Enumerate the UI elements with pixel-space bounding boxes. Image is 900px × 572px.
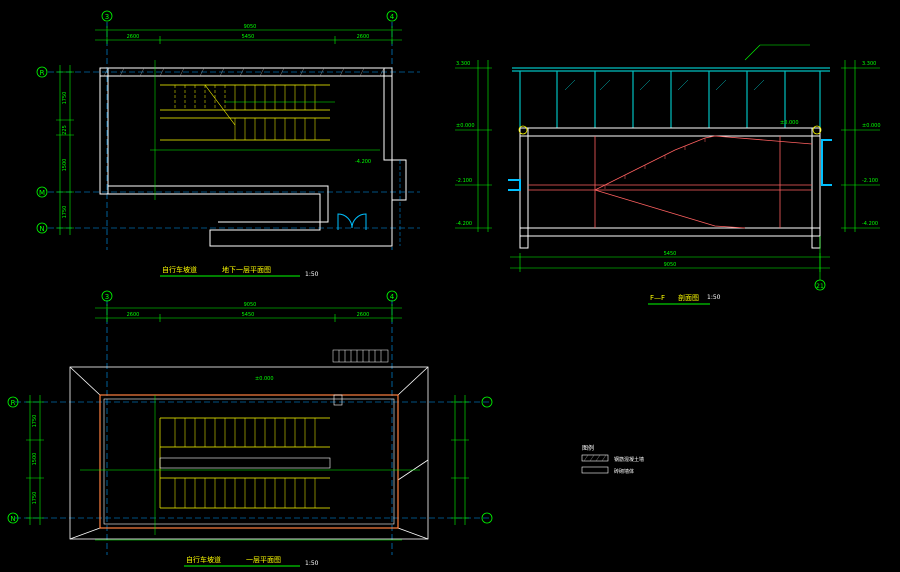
basement-plan-subtitle: 地下一层平面图 bbox=[222, 265, 271, 274]
legend-swatch-concrete bbox=[581, 454, 609, 462]
left-dim-3: 1500 bbox=[62, 159, 68, 172]
left-dim-2: 225 bbox=[62, 125, 68, 135]
ground-grid-label-r: R bbox=[11, 399, 16, 407]
ground-left-dim-2: 1500 bbox=[32, 453, 38, 466]
ground-plan-title: 自行车坡道 bbox=[186, 555, 221, 564]
section-bottom-dim: 5450 bbox=[664, 251, 677, 257]
section-title: F—F bbox=[650, 294, 665, 302]
ground-dim-left: 2600 bbox=[127, 312, 140, 318]
legend-label-concrete: 钢筋混凝土墙 bbox=[614, 456, 644, 463]
section-top-elev-right: 3.300 bbox=[862, 61, 876, 67]
ground-elevation: ±0.000 bbox=[255, 376, 274, 382]
section-mid-elev-right: ±0.000 bbox=[862, 123, 881, 129]
left-dim-4: 1750 bbox=[62, 206, 68, 219]
basement-elevation: -4.200 bbox=[355, 159, 371, 165]
section-low-elev-left: -2.100 bbox=[456, 178, 472, 184]
section-canopy-elev: ±0.000 bbox=[780, 120, 799, 126]
dim-right: 2600 bbox=[357, 34, 370, 40]
basement-plan-scale: 1:50 bbox=[305, 271, 319, 278]
section-base-elev-right: -4.200 bbox=[862, 221, 878, 227]
grid-label-r: R bbox=[40, 69, 45, 77]
legend-swatch-brick bbox=[581, 466, 609, 474]
ground-left-dim-3: 1750 bbox=[32, 492, 38, 505]
ground-grid-label-3: 3 bbox=[105, 293, 109, 301]
section-mid-elev-left: ±0.000 bbox=[456, 123, 475, 129]
section-subtitle: 剖面图 bbox=[678, 293, 699, 302]
ground-plan: 3 4 R N 9050 2600 5450 2600 bbox=[7, 290, 493, 567]
ground-left-dim-1: 1750 bbox=[32, 415, 38, 428]
ground-dim-mid: 5450 bbox=[242, 312, 255, 318]
overall-dimension: 9050 bbox=[244, 24, 257, 30]
ground-plan-scale: 1:50 bbox=[305, 560, 319, 567]
legend-label-brick: 砖砌墙体 bbox=[614, 468, 634, 475]
section-base-elev-left: -4.200 bbox=[456, 221, 472, 227]
grid-label-3: 3 bbox=[105, 13, 109, 21]
ground-plan-subtitle: 一层平面图 bbox=[246, 556, 281, 564]
grid-label-n: N bbox=[39, 225, 44, 233]
dim-mid: 5450 bbox=[242, 34, 255, 40]
section-grid-label: 21 bbox=[816, 283, 824, 290]
ground-dim-right: 2600 bbox=[357, 312, 370, 318]
legend: 图例 钢筋混凝土墙 砖砌墙体 bbox=[581, 444, 644, 475]
section-scale: 1:50 bbox=[707, 294, 721, 301]
ground-grid-label-4: 4 bbox=[390, 293, 395, 301]
grid-label-m: M bbox=[39, 189, 45, 197]
dim-left: 2600 bbox=[127, 34, 140, 40]
section-ff: 3.300 3.300 ±0.000 ±0.000 -2.100 -2.100 … bbox=[455, 44, 881, 305]
basement-plan: 3 4 R M N 9050 2600 5450 2600 1750 22 bbox=[36, 10, 420, 278]
section-overall-dim: 9050 bbox=[664, 262, 677, 268]
left-dim-1: 1750 bbox=[62, 92, 68, 105]
legend-title: 图例 bbox=[582, 444, 594, 452]
ground-overall-dimension: 9050 bbox=[244, 302, 257, 308]
section-top-elev-left: 3.300 bbox=[456, 61, 470, 67]
ground-grid-label-n: N bbox=[10, 515, 15, 523]
basement-plan-title: 自行车坡道 bbox=[162, 265, 197, 274]
grid-label-4: 4 bbox=[390, 13, 395, 21]
section-low-elev-right: -2.100 bbox=[862, 178, 878, 184]
